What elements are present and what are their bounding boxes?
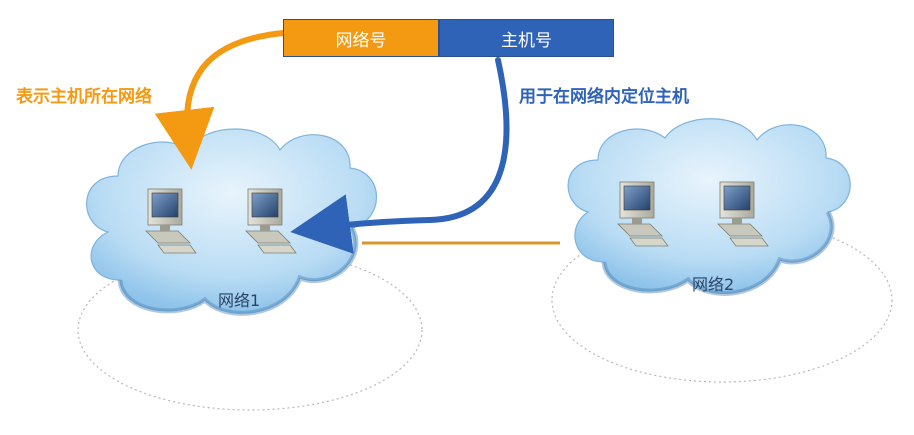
host-arrow xyxy=(290,57,510,254)
network1-halo xyxy=(77,249,423,411)
network1-cloud xyxy=(86,128,377,316)
network2-label: 网络2 xyxy=(692,275,735,294)
network2-cloud xyxy=(567,118,851,296)
host-id-box: 主机号 xyxy=(439,19,614,57)
network-caption: 表示主机所在网络 xyxy=(16,87,152,107)
network-arrow xyxy=(154,30,286,170)
host-caption: 用于在网络内定位主机 xyxy=(519,87,689,107)
network-id-box: 网络号 xyxy=(283,19,439,57)
network1-label: 网络1 xyxy=(218,291,261,310)
